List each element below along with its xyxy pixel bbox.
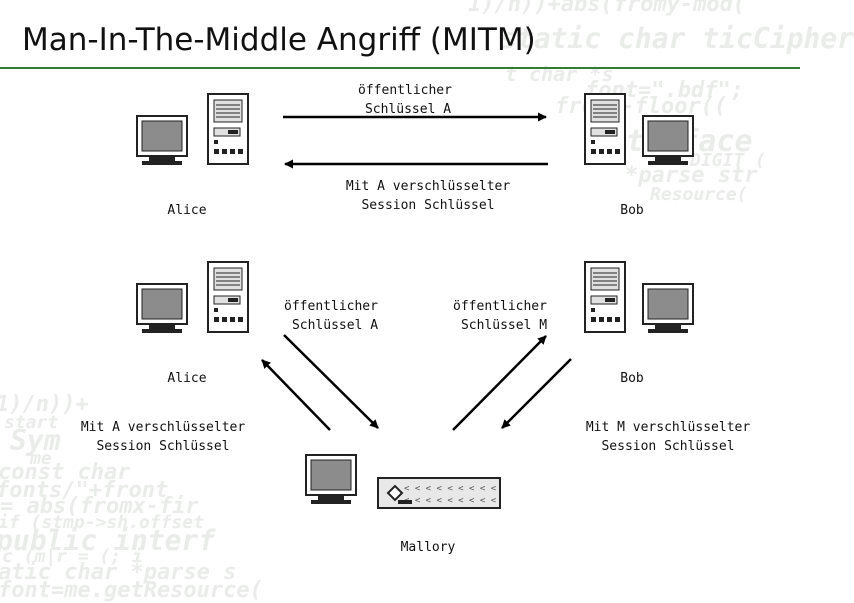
bob-to-mallory-arrow xyxy=(501,358,572,429)
bottom-right-key-line1: öffentlicher xyxy=(453,299,547,314)
alice-server-icon xyxy=(207,93,249,165)
mallory-to-bob-arrow xyxy=(452,335,547,431)
bottom-left-key-line1: öffentlicher xyxy=(284,299,378,314)
bob-server-icon xyxy=(584,93,626,165)
bottom-right-key-line2: Schlüssel M xyxy=(461,318,547,333)
alice-computer-icon xyxy=(136,283,188,334)
title-underline xyxy=(0,67,800,69)
bob-server-icon xyxy=(584,261,626,333)
bottom-left-key-line2: Schlüssel A xyxy=(292,318,378,333)
bob-computer-icon xyxy=(642,115,694,166)
alice-to-mallory-arrow xyxy=(283,334,379,429)
bottom-left-session-line2: Session Schlüssel xyxy=(96,439,229,454)
mallory-label: Mallory xyxy=(401,540,456,555)
alice-computer-icon xyxy=(136,115,188,166)
bottom-alice-label: Alice xyxy=(167,371,206,386)
top-session-label-line1: Mit A verschlüsselter xyxy=(346,179,511,194)
top-key-label-line2: Schlüssel A xyxy=(365,102,451,117)
alice-server-icon xyxy=(207,261,249,333)
mallory-computer-icon xyxy=(305,454,357,505)
top-bob-label: Bob xyxy=(620,203,644,218)
mallory-to-alice-arrow xyxy=(261,359,331,431)
top-alice-label: Alice xyxy=(167,203,206,218)
bottom-bob-label: Bob xyxy=(620,371,644,386)
bottom-right-session-line2: Session Schlüssel xyxy=(601,439,734,454)
mitm-diagram: < < < < < < < < < < < < < < < < < < Alic… xyxy=(81,83,751,555)
top-session-label-line2: Session Schlüssel xyxy=(361,198,494,213)
bottom-left-session-line1: Mit A verschlüsselter xyxy=(81,420,246,435)
top-key-label-line1: öffentlicher xyxy=(358,83,452,98)
bob-computer-icon xyxy=(642,283,694,334)
bottom-right-session-line1: Mit M verschlüsselter xyxy=(586,420,751,435)
mallory-network-switch-icon xyxy=(377,477,501,509)
page-title: Man-In-The-Middle Angriff (MITM) xyxy=(22,22,536,58)
